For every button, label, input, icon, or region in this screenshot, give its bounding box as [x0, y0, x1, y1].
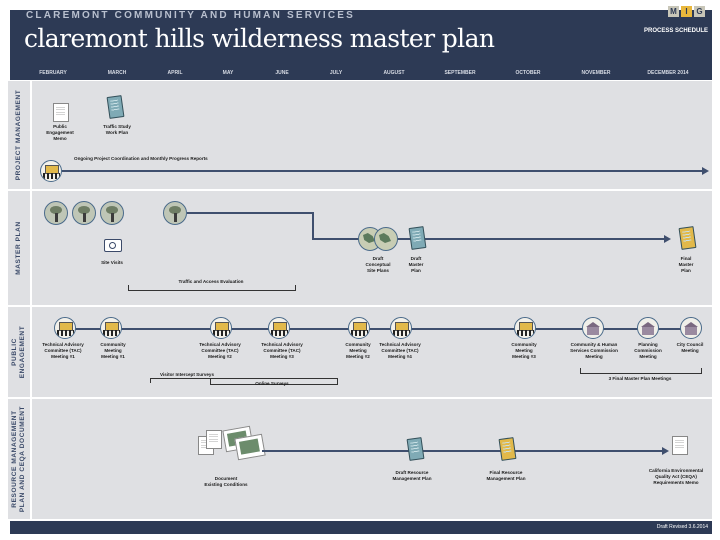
footer-bar [10, 521, 712, 534]
site-visits-label: Site Visits [101, 260, 123, 265]
traffic-evaluation-label: Traffic and Access Evaluation [178, 279, 244, 284]
community-meeting-icon [348, 317, 370, 339]
tac2-label: Technical Advisory Committee (TAC) Meeti… [199, 342, 241, 359]
month-label: MARCH [107, 70, 127, 76]
council-building-icon [680, 317, 702, 339]
final-master-plan-document-icon [678, 226, 697, 250]
ongoing-timeline-line [62, 170, 702, 172]
planning-building-icon [637, 317, 659, 339]
ceqa-memo-label: California Environmental Quality Act (CE… [648, 468, 704, 485]
draft-master-plan-document-icon [408, 226, 427, 250]
community-meeting-1-label: Community Meeting Meeting #1 [100, 342, 126, 359]
planning-commission-label: Planning Commission Meeting [634, 342, 662, 359]
final-meetings-label: 3 Final Master Plan Meetings [608, 376, 672, 381]
traffic-study-label: Traffic Study Work Plan [103, 124, 131, 135]
community-meeting-2-label: Community Meeting Meeting #2 [345, 342, 371, 359]
draft-rmp-document-icon [406, 437, 425, 461]
band-label-container: PROJECT MANAGEMENT [8, 81, 32, 189]
month-label: JULY [329, 70, 343, 76]
site-tree-icon [163, 201, 187, 225]
ceqa-memo-document-icon [672, 436, 688, 455]
logo-letter: G [694, 6, 705, 17]
work-plan-document-icon [106, 95, 125, 119]
logo-letter: M [668, 6, 679, 17]
draft-rmp-label: Draft Resource Management Plan [392, 470, 432, 481]
final-rmp-document-icon [498, 437, 517, 461]
header-banner [10, 10, 712, 80]
master-plan-timeline-line [312, 238, 664, 240]
band-label-public-engagement: PUBLIC ENGAGEMENT [11, 325, 26, 379]
band-label-container: RESOURCE MANAGEMENT PLAN AND CEQA DOCUME… [8, 399, 32, 519]
traffic-evaluation-bracket [128, 285, 296, 291]
band-label-container: PUBLIC ENGAGEMENT [8, 307, 32, 397]
coordination-meeting-icon [40, 160, 62, 182]
existing-conditions-label: Document Existing Conditions [204, 476, 248, 487]
online-surveys-bracket [210, 379, 338, 385]
site-tree-icon [100, 201, 124, 225]
community-meeting-icon [100, 317, 122, 339]
site-tree-icon [72, 201, 96, 225]
public-engagement-memo-label: Public Engagement Memo [46, 124, 74, 141]
arrowhead-icon [702, 167, 709, 175]
tac-meeting-icon [268, 317, 290, 339]
tac-meeting-icon [210, 317, 232, 339]
tac4-label: Technical Advisory Committee (TAC) Meeti… [379, 342, 421, 359]
band-label-resource-management: RESOURCE MANAGEMENT PLAN AND CEQA DOCUME… [11, 405, 26, 513]
existing-conditions-document-icon [206, 430, 222, 449]
band-resource-management [32, 399, 712, 519]
commission-building-icon [582, 317, 604, 339]
month-label: DECEMBER 2014 [647, 70, 689, 76]
band-label-master-plan: MASTER PLAN [15, 221, 22, 275]
memo-document-icon [53, 103, 69, 122]
conceptual-map-icon [374, 227, 398, 251]
page-title: claremont hills wilderness master plan [24, 24, 495, 53]
tac3-label: Technical Advisory Committee (TAC) Meeti… [261, 342, 303, 359]
month-label: NOVEMBER [581, 70, 611, 76]
community-meeting-3-label: Community Meeting Meeting #3 [511, 342, 537, 359]
draft-conceptual-label: Draft Conceptual Site Plans [365, 256, 391, 273]
draft-master-plan-label: Draft Master Plan [408, 256, 424, 273]
org-name: CLAREMONT COMMUNITY AND HUMAN SERVICES [26, 10, 355, 21]
month-label: APRIL [167, 70, 183, 76]
band-project-management [32, 81, 712, 189]
logo-letter: I [681, 6, 692, 17]
final-rmp-label: Final Resource Management Plan [486, 470, 526, 481]
tac-meeting-icon [54, 317, 76, 339]
resource-timeline-line [262, 450, 662, 452]
month-label: FEBRUARY [39, 70, 67, 76]
month-axis: FEBRUARY MARCH APRIL MAY JUNE JULY AUGUS… [39, 70, 712, 80]
month-label: SEPTEMBER [444, 70, 476, 76]
camera-icon [104, 239, 122, 252]
site-tree-icon [44, 201, 68, 225]
band-label-container: MASTER PLAN [8, 191, 32, 305]
community-meeting-icon [514, 317, 536, 339]
tac-meeting-icon [390, 317, 412, 339]
band-label-project-management: PROJECT MANAGEMENT [15, 89, 22, 181]
arrowhead-icon [664, 235, 671, 243]
month-label: MAY [222, 70, 234, 76]
master-plan-timeline-line [187, 212, 313, 214]
schedule-label: PROCESS SCHEDULE [643, 28, 708, 34]
city-council-label: City Council Meeting [676, 342, 704, 353]
visitor-surveys-label: Visitor Intercept Surveys [160, 372, 215, 377]
ongoing-coordination-label: Ongoing Project Coordination and Monthly… [74, 156, 208, 161]
month-label: JUNE [275, 70, 289, 76]
month-label: OCTOBER [515, 70, 541, 76]
engagement-timeline-line [62, 328, 698, 330]
mig-logo: M I G [668, 6, 705, 17]
master-plan-timeline-drop [312, 212, 314, 239]
tac1-label: Technical Advisory Committee (TAC) Meeti… [42, 342, 84, 359]
month-label: AUGUST [383, 70, 405, 76]
final-master-plan-label: Final Master Plan [678, 256, 694, 273]
online-surveys-label: Online Surveys [255, 381, 289, 386]
arrowhead-icon [662, 447, 669, 455]
draft-revision-label: Draft Revised 3.6.2014 [656, 524, 708, 530]
chs-commission-label: Community & Human Services Commission Me… [570, 342, 618, 359]
final-meetings-bracket [580, 368, 702, 374]
